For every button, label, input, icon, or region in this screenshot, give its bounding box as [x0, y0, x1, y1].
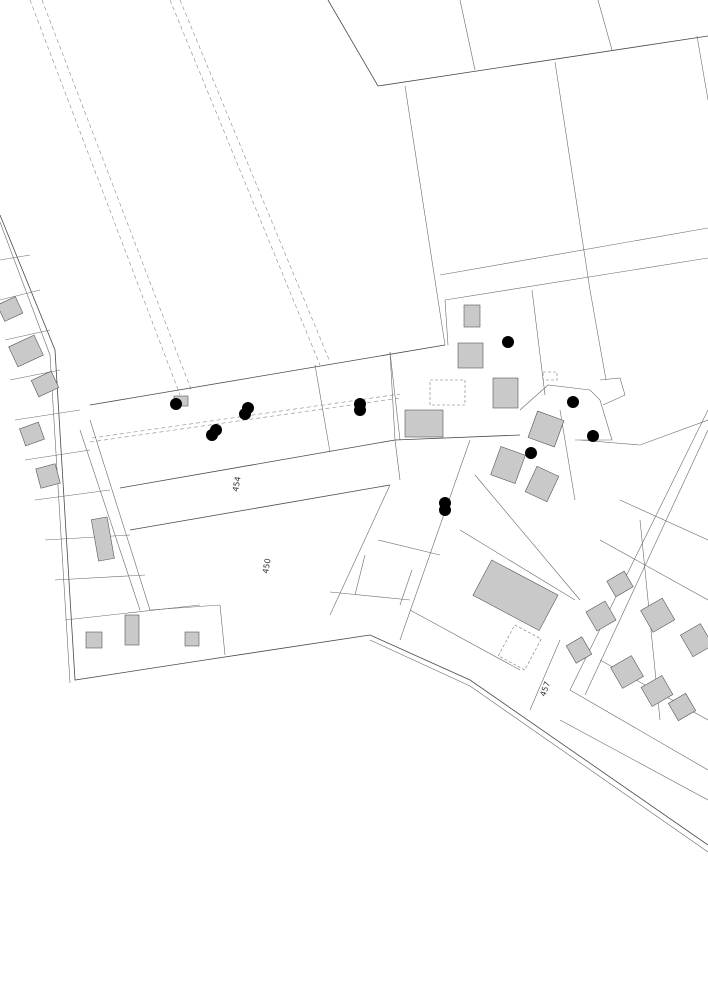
map-marker[interactable]	[502, 336, 514, 348]
map-marker[interactable]	[206, 429, 218, 441]
east-parcels	[409, 289, 708, 801]
buildings	[0, 296, 708, 722]
map-marker[interactable]	[587, 430, 599, 442]
map-marker[interactable]	[567, 396, 579, 408]
central-parcels	[89, 299, 521, 641]
parcel-label-450: 450	[261, 558, 273, 575]
map-marker[interactable]	[170, 398, 182, 410]
field-strips	[29, 0, 401, 453]
west-village	[0, 254, 226, 656]
map-marker[interactable]	[526, 449, 536, 459]
map-marker[interactable]	[239, 408, 251, 420]
map-marker[interactable]	[439, 504, 451, 516]
field-parcels-north	[327, 0, 708, 381]
parcel-label-454: 454	[231, 476, 243, 493]
district-boundary	[0, 214, 708, 853]
markers	[170, 336, 599, 516]
map-marker[interactable]	[354, 404, 366, 416]
parcel-label-457: 457	[538, 680, 552, 697]
